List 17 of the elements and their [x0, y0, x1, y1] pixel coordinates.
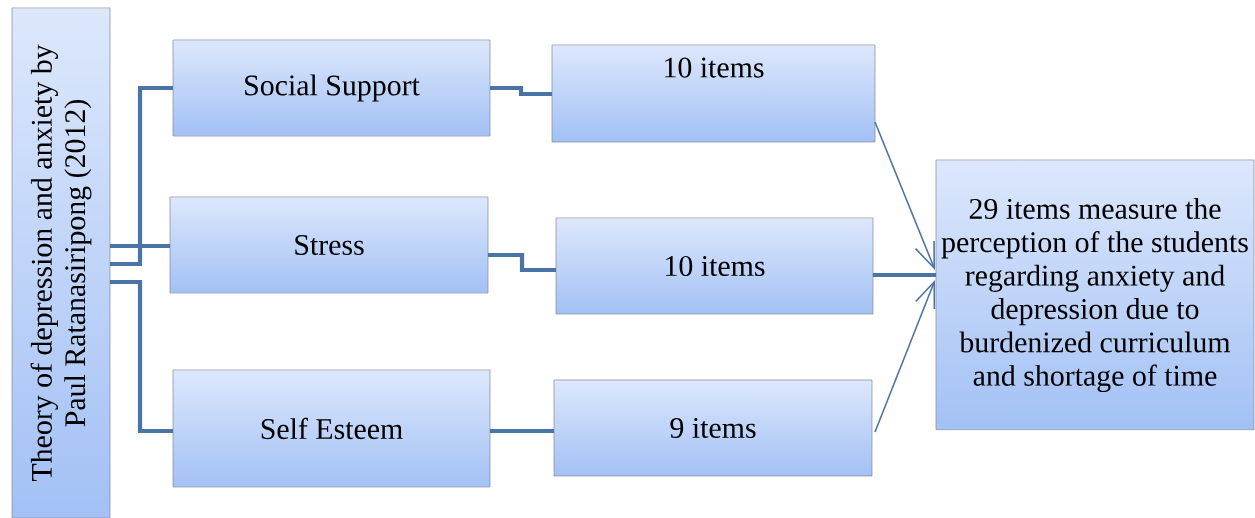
arrow	[874, 280, 936, 433]
text-box: 9 items	[553, 379, 873, 477]
connector-line	[873, 272, 936, 278]
connector-line	[110, 279, 173, 434]
text-box: Stress	[169, 196, 489, 294]
connector-line	[110, 85, 173, 249]
connector-line	[490, 428, 554, 434]
connector-line	[490, 85, 552, 97]
arrow	[874, 121, 935, 270]
connector-line	[488, 252, 556, 273]
text-box: 10 items	[555, 217, 874, 315]
text-box: 10 items	[551, 44, 876, 143]
text-box: Self Esteem	[172, 369, 491, 488]
connector-line	[110, 243, 170, 267]
text-box: Theory of depression and anxiety by Paul Ratanasiripong (2012)	[11, 7, 111, 518]
text-box: Social Support	[172, 39, 491, 137]
text-box: 29 items measure the perception of the students regarding anxiety and depression due to burdenized curriculum and shortage of time	[935, 159, 1255, 431]
